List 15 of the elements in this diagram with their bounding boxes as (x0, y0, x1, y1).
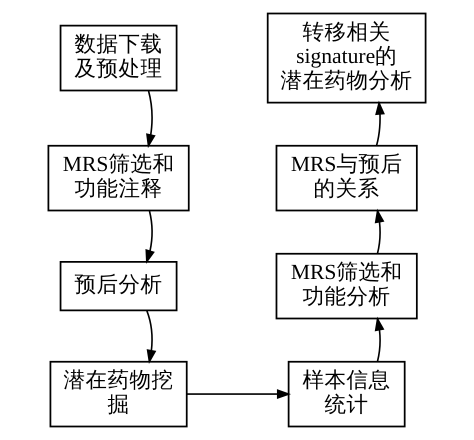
arrow (374, 316, 384, 362)
arrow (375, 100, 385, 146)
arrow (374, 208, 384, 254)
arrow (146, 310, 156, 364)
arrow (186, 389, 291, 400)
node-box: 转移相关signature的潜在药物分析 (266, 12, 426, 104)
node-box: 预后分析 (60, 260, 178, 312)
node-box: MRS筛选和功能注释 (48, 144, 190, 212)
arrow (146, 90, 156, 148)
node-box: MRS筛选和功能分析 (276, 252, 418, 320)
node-box: 数据下载及预处理 (60, 24, 178, 92)
arrow (145, 210, 155, 264)
node-box: 样本信息统计 (288, 360, 406, 428)
node-box: MRS与预后的关系 (276, 144, 418, 212)
node-box: 潜在药物挖掘 (50, 360, 188, 428)
